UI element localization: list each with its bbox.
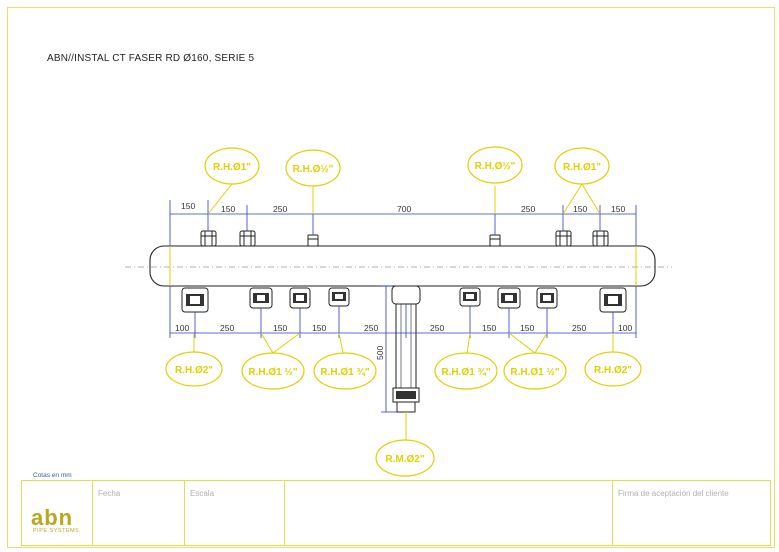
blank-cell xyxy=(284,481,613,545)
callout-bottom: R.H.Ø1 ¾" xyxy=(434,352,498,390)
dim-label: 100 xyxy=(175,323,189,333)
scale-cell: Escala xyxy=(184,481,285,545)
date-label: Fecha xyxy=(98,489,121,498)
dim-label: 250 xyxy=(430,323,444,333)
dim-label: 250 xyxy=(521,204,535,214)
callout-main: R.M.Ø2" xyxy=(375,439,435,477)
main-outlet xyxy=(391,285,421,413)
callout-label: R.H.Ø2" xyxy=(594,365,632,376)
callout-label: R.H.Ø1" xyxy=(213,162,251,173)
top-outlet xyxy=(307,234,319,247)
callout-label: R.M.Ø2" xyxy=(385,454,424,465)
callout-leaders xyxy=(193,183,614,440)
callout-top: R.H.Ø1" xyxy=(554,147,610,185)
company-logo: abn PIPE SYSTEMS xyxy=(22,481,93,545)
sheet-frame xyxy=(7,7,775,548)
callout-bottom: R.H.Ø2" xyxy=(165,351,223,387)
callout-bottom: R.H.Ø1 ½" xyxy=(241,352,305,390)
signature-label: Firma de aceptación del cliente xyxy=(618,489,729,498)
dim-label: 150 xyxy=(573,204,587,214)
top-outlet xyxy=(200,230,217,247)
callout-label: R.H.Ø½" xyxy=(293,164,334,175)
dim-label: 100 xyxy=(618,323,632,333)
callout-bottom: R.H.Ø1 ¾" xyxy=(313,352,377,390)
bottom-outlet xyxy=(459,287,481,307)
top-outlet xyxy=(555,230,572,247)
signature-cell: Firma de aceptación del cliente xyxy=(612,481,770,545)
dim-label: 150 xyxy=(221,204,235,214)
dim-label: 250 xyxy=(364,323,378,333)
callout-label: R.H.Ø1 ½" xyxy=(510,367,559,378)
callout-label: R.H.Ø1 ¾" xyxy=(320,367,369,378)
callout-bottom: R.H.Ø1 ½" xyxy=(503,352,567,390)
callout-top: R.H.Ø½" xyxy=(285,149,341,187)
bottom-outlet xyxy=(249,287,273,309)
vertical-dimension-line xyxy=(381,285,397,413)
units-note: Cotas en mm xyxy=(33,472,72,479)
drawing-title: ABN//INSTAL CT FASER RD Ø160, SERIE 5 xyxy=(47,53,255,64)
dim-label: 250 xyxy=(572,323,586,333)
bottom-outlet xyxy=(181,287,209,313)
bottom-outlet xyxy=(289,287,311,309)
dim-label: 150 xyxy=(520,323,534,333)
dim-label: 500 xyxy=(375,346,385,360)
callout-label: R.H.Ø1" xyxy=(563,162,601,173)
top-dimension-line xyxy=(169,200,637,246)
top-outlet xyxy=(239,230,256,247)
callout-bottom: R.H.Ø2" xyxy=(584,351,642,387)
date-cell: Fecha xyxy=(92,481,185,545)
bottom-outlet xyxy=(497,287,521,309)
dim-label: 150 xyxy=(273,323,287,333)
title-block: abn PIPE SYSTEMS Fecha Escala Firma de a… xyxy=(21,480,771,546)
bottom-outlet xyxy=(599,287,627,313)
logo-mark: abn xyxy=(31,505,74,530)
callout-label: R.H.Ø1 ½" xyxy=(248,367,297,378)
dim-label: 700 xyxy=(397,204,411,214)
dim-label: 150 xyxy=(482,323,496,333)
callout-top: R.H.Ø1" xyxy=(204,147,260,185)
scale-label: Escala xyxy=(190,489,215,498)
dim-label: 150 xyxy=(312,323,326,333)
dim-label: 150 xyxy=(611,204,625,214)
manifold-pipe xyxy=(149,245,656,287)
callout-label: R.H.Ø½" xyxy=(475,161,516,172)
logo-subtitle: PIPE SYSTEMS xyxy=(33,528,80,534)
dim-label: 250 xyxy=(220,323,234,333)
bottom-outlet xyxy=(328,287,350,307)
dim-label: 150 xyxy=(181,201,195,211)
bottom-dimension-line xyxy=(169,286,637,338)
bottom-outlet xyxy=(536,287,558,309)
top-outlet xyxy=(592,230,609,247)
callout-label: R.H.Ø2" xyxy=(175,365,213,376)
top-outlet xyxy=(489,234,501,247)
callout-top: R.H.Ø½" xyxy=(467,146,523,184)
callout-label: R.H.Ø1 ¾" xyxy=(441,367,490,378)
dim-label: 250 xyxy=(273,204,287,214)
